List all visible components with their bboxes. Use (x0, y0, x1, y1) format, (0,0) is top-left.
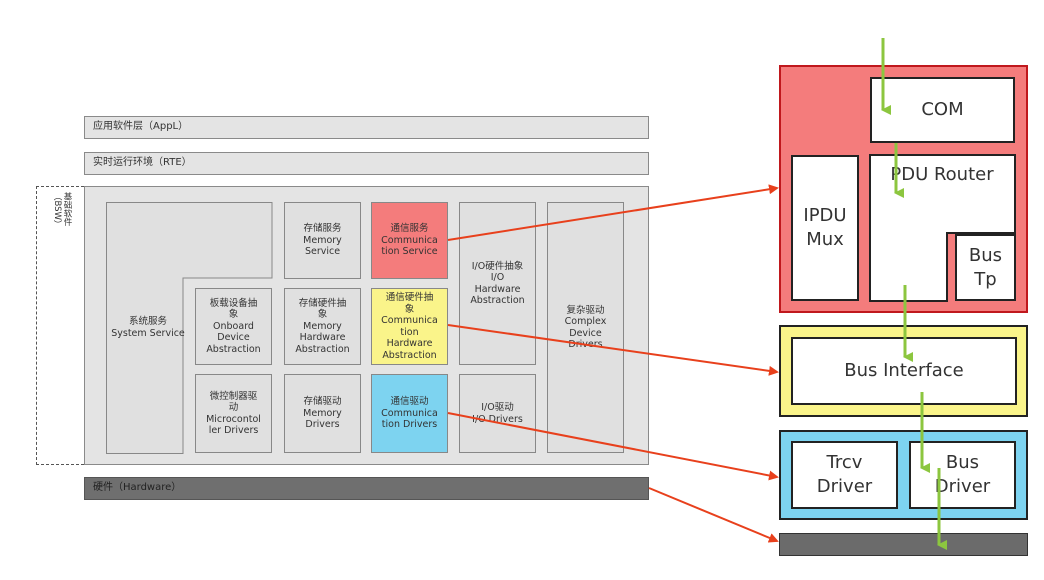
system-service-shape (106, 202, 273, 454)
pdu-router-label: PDU Router (890, 164, 994, 185)
module-line: I/O硬件抽象 (471, 260, 524, 272)
module-line: tion Drivers (381, 419, 438, 431)
module-line: tion (400, 326, 419, 338)
com-label: COM (921, 99, 964, 120)
module-line: 板载设备抽 (209, 297, 258, 309)
pdu-router-shape (869, 154, 1016, 302)
module-line: Hardware (474, 283, 521, 295)
module-line: 象 (404, 303, 415, 315)
module-line: Memory (303, 407, 342, 419)
memory-hw-abstraction-module: 存储硬件抽 象 Memory Hardware Abstraction (284, 288, 361, 365)
module-line: Microcontol (206, 413, 261, 425)
io-hw-abstraction-module: I/O硬件抽象 I/O Hardware Abstraction (459, 202, 536, 365)
communication-hw-abstraction-module: 通信硬件抽 象 Communica tion Hardware Abstract… (371, 288, 448, 365)
module-line: ler Drivers (208, 425, 259, 436)
communication-service-module: 通信服务 Communica tion Service (371, 202, 448, 279)
module-line: Device (217, 332, 250, 344)
bus-interface-label: Bus Interface (844, 360, 964, 381)
module-line: Memory (303, 234, 342, 246)
module-line: Memory (303, 320, 342, 332)
module-line: I/O Drivers (472, 413, 523, 425)
module-line: 存储驱动 (303, 396, 342, 408)
microcontroller-drivers-module: 微控制器驱 动 Microcontol ler Drivers (195, 374, 272, 453)
rte-layer-bar: 实时运行环境（RTE） (84, 152, 649, 175)
module-line: 通信硬件抽 (385, 292, 434, 303)
module-line: 微控制器驱 (209, 390, 258, 402)
module-line: 象 (317, 309, 328, 321)
application-layer-bar: 应用软件层（AppL） (84, 116, 649, 139)
system-service-cn: 系统服务 (128, 316, 167, 327)
arrow-hw-abstraction-to-stack (447, 324, 779, 376)
bus-driver-label: Bus Driver (934, 452, 991, 497)
com-box: COM (870, 77, 1015, 143)
module-line: Complex (564, 316, 607, 327)
module-line: Service (304, 246, 341, 258)
module-line: 复杂驱动 (566, 304, 605, 316)
module-line: 存储服务 (303, 223, 342, 235)
module-line: Communica (381, 234, 438, 246)
module-line: Drivers (305, 419, 340, 431)
arrow-drivers-to-stack (447, 412, 779, 481)
memory-drivers-module: 存储驱动 Memory Drivers (284, 374, 361, 453)
module-line: Hardware (386, 338, 433, 349)
ipdu-mux-label: IPDU Mux (803, 205, 847, 250)
bus-tp-box: Bus Tp (955, 234, 1016, 301)
module-line: Onboard (213, 320, 254, 332)
communication-drivers-module: 通信驱动 Communica tion Drivers (371, 374, 448, 453)
trcv-driver-label: Trcv Driver (816, 452, 873, 497)
arrow-service-to-stack (447, 184, 779, 241)
module-line: Hardware (299, 332, 346, 344)
module-line: Abstraction (295, 343, 350, 355)
module-line: Abstraction (382, 349, 437, 361)
memory-service-module: 存储服务 Memory Service (284, 202, 361, 279)
module-line: Abstraction (470, 295, 525, 306)
module-line: Communica (381, 315, 438, 326)
system-service-en: System Service (111, 328, 185, 339)
module-line: 存储硬件抽 (298, 297, 347, 309)
trcv-driver-box: Trcv Driver (791, 441, 898, 509)
module-line: Communica (381, 407, 438, 419)
module-line: 通信驱动 (390, 396, 429, 408)
bsw-label: 基础软件（BSW） (52, 192, 72, 229)
bus-driver-box: Bus Driver (909, 441, 1016, 509)
system-service-module: 系统服务 System Service (106, 316, 190, 340)
hardware-stack-bar (779, 533, 1028, 556)
module-line: tion Service (381, 246, 438, 258)
module-line: Abstraction (206, 343, 261, 355)
module-line: 通信服务 (390, 223, 429, 235)
module-line: I/O驱动 (481, 402, 514, 413)
module-line: Device (569, 327, 602, 339)
onboard-device-abstraction-module: 板载设备抽 象 Onboard Device Abstraction (195, 288, 272, 365)
module-line: I/O (490, 272, 505, 283)
io-drivers-module: I/O驱动 I/O Drivers (459, 374, 536, 453)
bus-tp-label: Bus Tp (968, 244, 1003, 290)
arrow-hardware-to-stack (648, 487, 779, 543)
ipdu-mux-box: IPDU Mux (791, 155, 859, 301)
module-line: 象 (228, 309, 239, 321)
module-line: 动 (228, 402, 239, 413)
hardware-layer-bar: 硬件（Hardware） (84, 477, 649, 500)
